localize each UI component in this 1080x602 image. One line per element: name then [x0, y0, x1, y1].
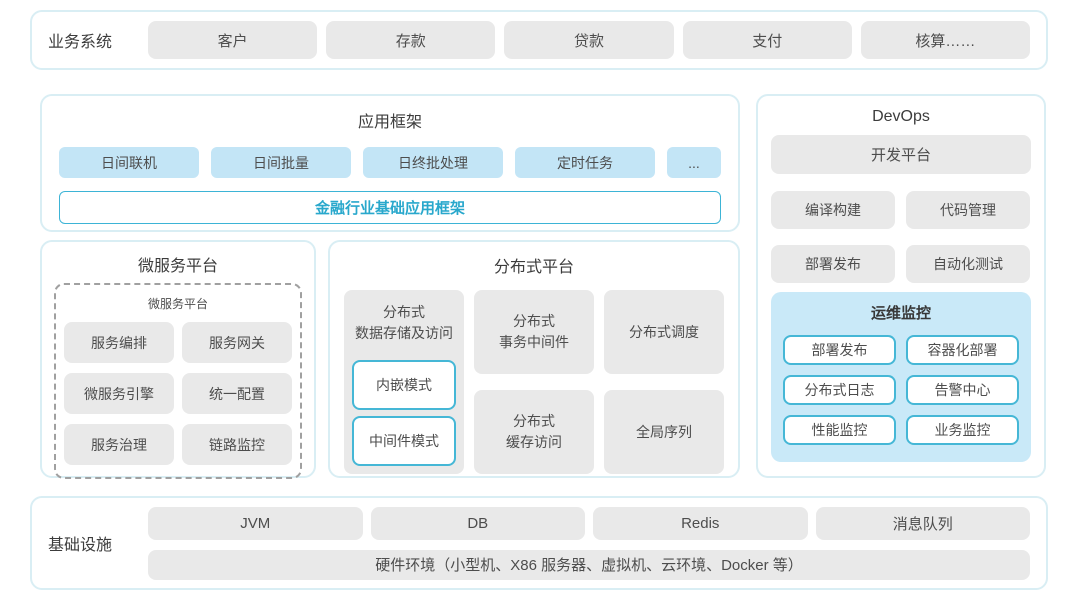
business-items-row: 客户 存款 贷款 支付 核算……	[148, 21, 1031, 59]
devops-grid: 编译构建 代码管理 部署发布 自动化测试	[771, 191, 1031, 283]
storage-mode-item: 中间件模式	[352, 416, 456, 466]
microservice-title: 微服务平台	[137, 258, 218, 275]
business-item: 核算……	[860, 21, 1031, 59]
infrastructure-label: 基础设施	[48, 537, 113, 554]
app-framework-item-more: ...	[667, 147, 721, 178]
microservice-item: 微服务引擎	[64, 373, 174, 414]
hardware-environment-box: 硬件环境（小型机、X86 服务器、虚拟机、云环境、Docker 等）	[148, 549, 1030, 580]
app-framework-item: 定时任务	[515, 147, 655, 178]
app-framework-item: 日终批处理	[363, 147, 503, 178]
devops-item: 部署发布	[771, 245, 895, 283]
distributed-grid: 分布式 数据存储及访问 内嵌模式 中间件模式 分布式 事务中间件 分布式 缓存访…	[344, 290, 724, 474]
distributed-item: 分布式 缓存访问	[474, 390, 594, 474]
infrastructure-content: JVM DB Redis 消息队列 硬件环境（小型机、X86 服务器、虚拟机、云…	[148, 506, 1030, 580]
devops-title: DevOps	[872, 108, 930, 125]
app-framework-panel: 应用框架 日间联机 日间批量 日终批处理 定时任务 ... 金融行业基础应用框架	[40, 94, 740, 232]
business-item: 支付	[682, 21, 852, 59]
ops-monitor-grid: 部署发布 容器化部署 分布式日志 告警中心 性能监控 业务监控	[783, 335, 1019, 445]
ops-monitor-item: 性能监控	[783, 415, 896, 445]
distributed-item: 分布式调度	[604, 290, 724, 374]
infrastructure-item: 消息队列	[815, 506, 1030, 540]
devops-panel: DevOps 开发平台 编译构建 代码管理 部署发布 自动化测试 运维监控 部署…	[756, 94, 1046, 478]
microservice-inner-title: 微服务平台	[147, 297, 208, 311]
business-systems-bar: 业务系统 客户 存款 贷款 支付 核算……	[30, 10, 1048, 70]
infrastructure-row: JVM DB Redis 消息队列	[148, 506, 1030, 540]
distributed-storage-column: 分布式 数据存储及访问 内嵌模式 中间件模式	[344, 290, 464, 474]
infrastructure-item: JVM	[148, 506, 363, 540]
microservice-panel: 微服务平台 微服务平台 服务编排 服务网关 微服务引擎 统一配置 服务治理 链路…	[40, 240, 316, 479]
distributed-storage-label: 分布式 数据存储及访问	[355, 304, 453, 341]
app-framework-item: 日间批量	[211, 147, 351, 178]
microservice-item: 服务治理	[64, 424, 174, 465]
devops-item: 自动化测试	[906, 245, 1030, 283]
ops-monitor-item: 业务监控	[906, 415, 1019, 445]
ops-monitor-item: 告警中心	[906, 375, 1019, 405]
infrastructure-item: DB	[370, 506, 585, 540]
infrastructure-bar: 基础设施 JVM DB Redis 消息队列 硬件环境（小型机、X86 服务器、…	[30, 496, 1048, 590]
ops-monitor-block: 运维监控 部署发布 容器化部署 分布式日志 告警中心 性能监控 业务监控	[771, 292, 1031, 462]
business-systems-label: 业务系统	[48, 34, 113, 51]
microservice-grid: 服务编排 服务网关 微服务引擎 统一配置 服务治理 链路监控	[64, 322, 292, 465]
business-item: 存款	[326, 21, 496, 59]
microservice-item: 服务网关	[182, 322, 292, 363]
ops-monitor-item: 分布式日志	[783, 375, 896, 405]
app-framework-item: 日间联机	[59, 147, 199, 178]
distributed-storage-box: 分布式 数据存储及访问 内嵌模式 中间件模式	[344, 290, 464, 474]
microservice-item: 服务编排	[64, 322, 174, 363]
base-framework-box: 金融行业基础应用框架	[59, 191, 721, 224]
distributed-panel: 分布式平台 分布式 数据存储及访问 内嵌模式 中间件模式 分布式 事务中间件 分…	[328, 240, 740, 478]
distributed-column: 分布式调度 全局序列	[604, 290, 724, 474]
microservice-inner-box: 微服务平台 服务编排 服务网关 微服务引擎 统一配置 服务治理 链路监控	[54, 283, 302, 479]
app-framework-row: 日间联机 日间批量 日终批处理 定时任务 ...	[59, 147, 721, 178]
app-framework-title: 应用框架	[357, 114, 422, 131]
devops-item: 代码管理	[906, 191, 1030, 229]
microservice-item: 链路监控	[182, 424, 292, 465]
devops-item: 编译构建	[771, 191, 895, 229]
business-item: 贷款	[504, 21, 674, 59]
dev-platform-box: 开发平台	[771, 135, 1031, 174]
microservice-item: 统一配置	[182, 373, 292, 414]
distributed-item: 分布式 事务中间件	[474, 290, 594, 374]
storage-mode-item: 内嵌模式	[352, 360, 456, 410]
ops-monitor-item: 部署发布	[783, 335, 896, 365]
distributed-title: 分布式平台	[493, 259, 574, 276]
business-item: 客户	[148, 21, 318, 59]
distributed-column: 分布式 事务中间件 分布式 缓存访问	[474, 290, 594, 474]
ops-monitor-item: 容器化部署	[906, 335, 1019, 365]
ops-monitor-title: 运维监控	[870, 305, 931, 322]
distributed-item: 全局序列	[604, 390, 724, 474]
infrastructure-item: Redis	[593, 506, 808, 540]
